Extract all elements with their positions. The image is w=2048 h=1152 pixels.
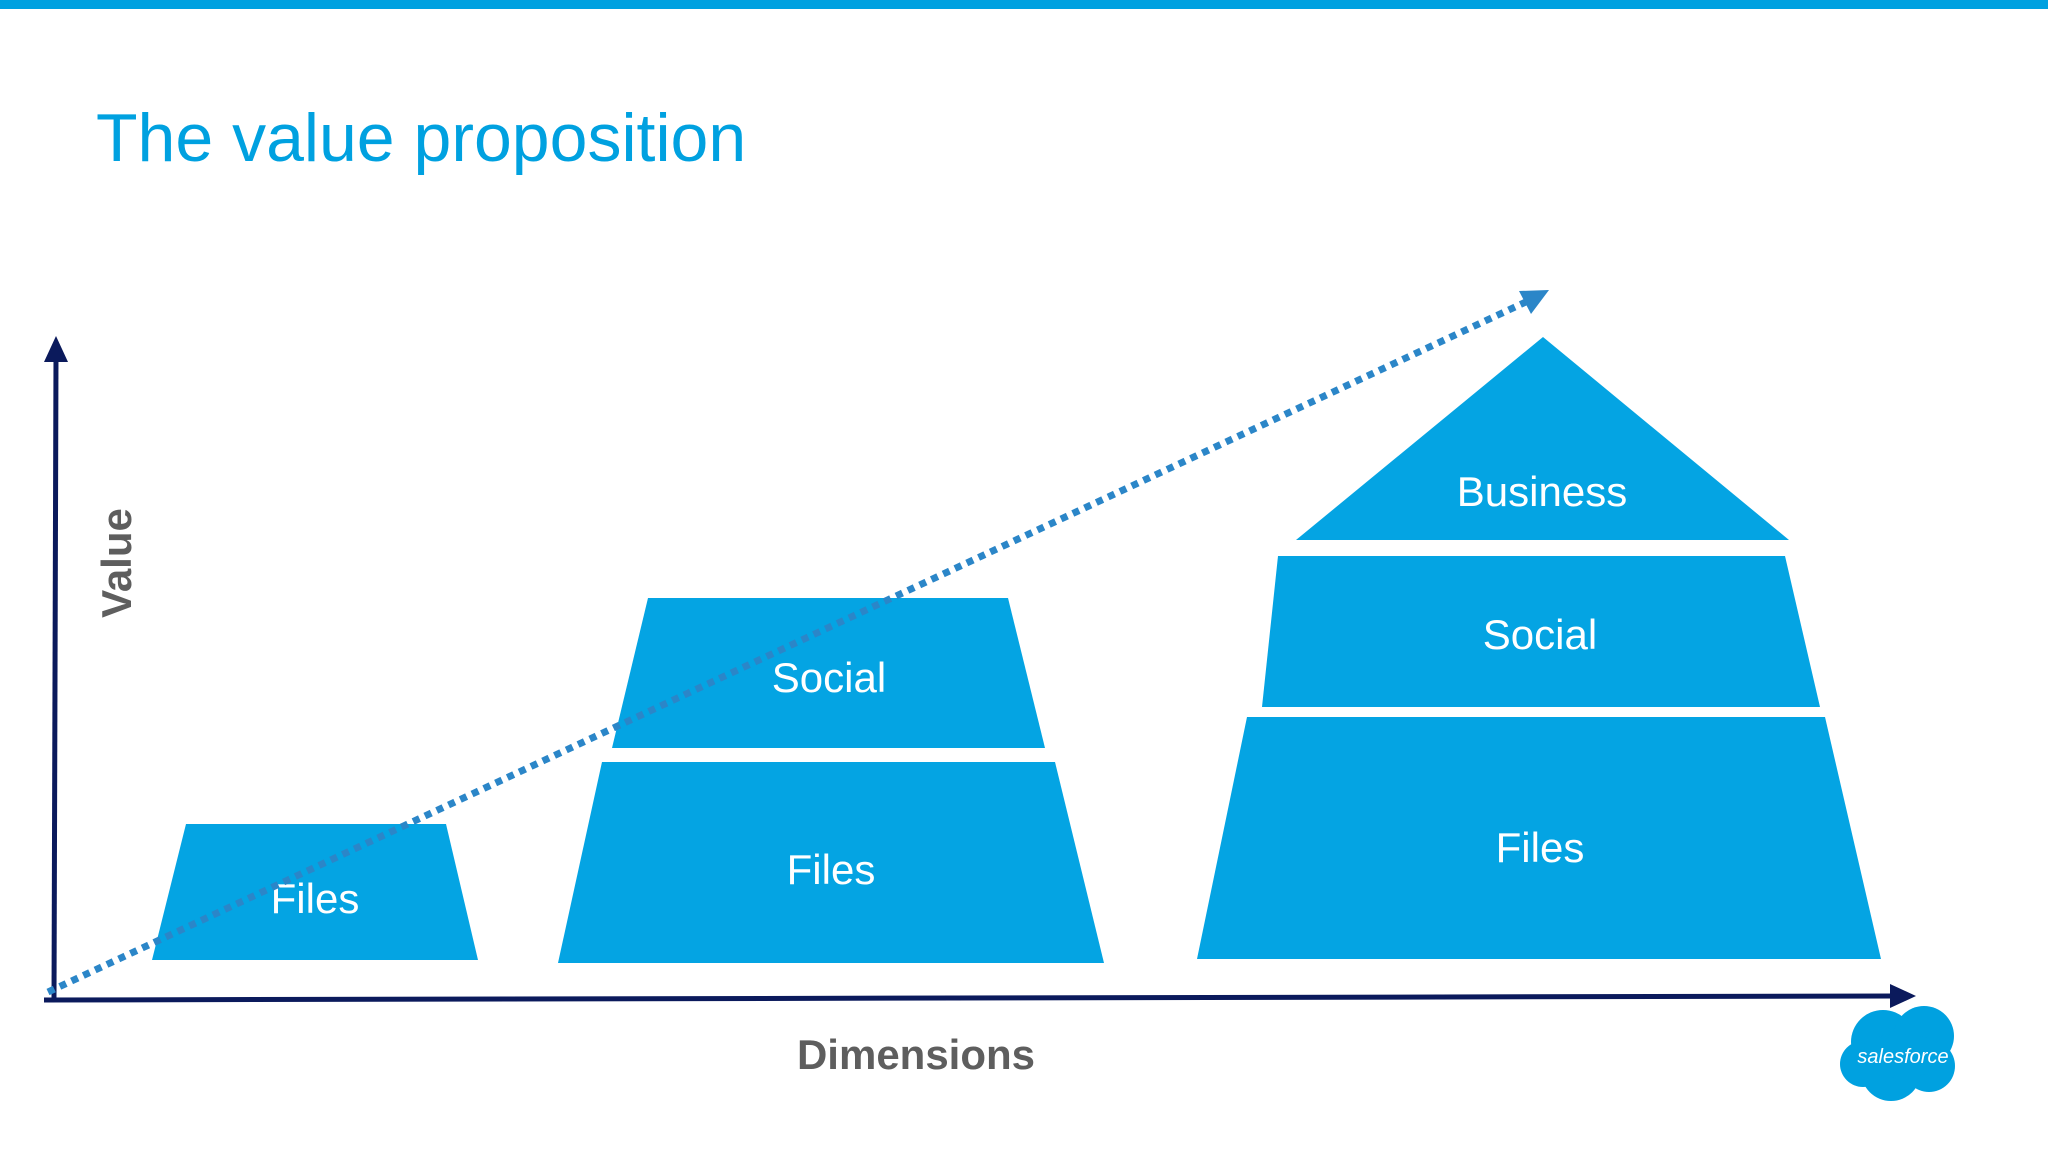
stack-3-social-block: [1262, 556, 1820, 707]
trend-arrowhead: [1519, 290, 1549, 314]
salesforce-cloud-logo: salesforce: [1840, 1006, 1955, 1101]
stack-3-files-block: [1197, 717, 1881, 959]
x-axis-arrowhead: [1890, 984, 1916, 1008]
logo-cloud-shape: [1840, 1006, 1955, 1101]
stack-3-business-block: [1296, 337, 1789, 540]
stack-3-business-label: Business: [1457, 468, 1627, 515]
stack-3-files-label: Files: [1496, 824, 1585, 871]
x-axis-line: [43, 993, 1899, 1003]
y-axis: [44, 336, 68, 1001]
logo-text: salesforce: [1857, 1046, 1948, 1068]
y-axis-arrowhead: [44, 336, 68, 362]
stack-2-social-label: Social: [772, 654, 886, 701]
slide-title: The value proposition: [96, 100, 747, 176]
stack-2: Files Social: [558, 598, 1104, 963]
stack-1: Files: [152, 824, 478, 960]
stack-3: Files Social Business: [1197, 337, 1881, 959]
y-axis-line: [51, 354, 59, 1001]
stack-3-social-label: Social: [1483, 611, 1597, 658]
x-axis-label: Dimensions: [797, 1031, 1035, 1078]
stack-1-files-block: [152, 824, 478, 960]
stack-2-files-label: Files: [787, 846, 876, 893]
x-axis: [43, 984, 1916, 1008]
stack-2-social-block: [612, 598, 1045, 748]
stack-2-files-block: [558, 762, 1104, 963]
value-trend-arrow: [46, 290, 1549, 996]
y-axis-label: Value: [93, 508, 140, 618]
top-accent-bar: [0, 0, 2048, 9]
